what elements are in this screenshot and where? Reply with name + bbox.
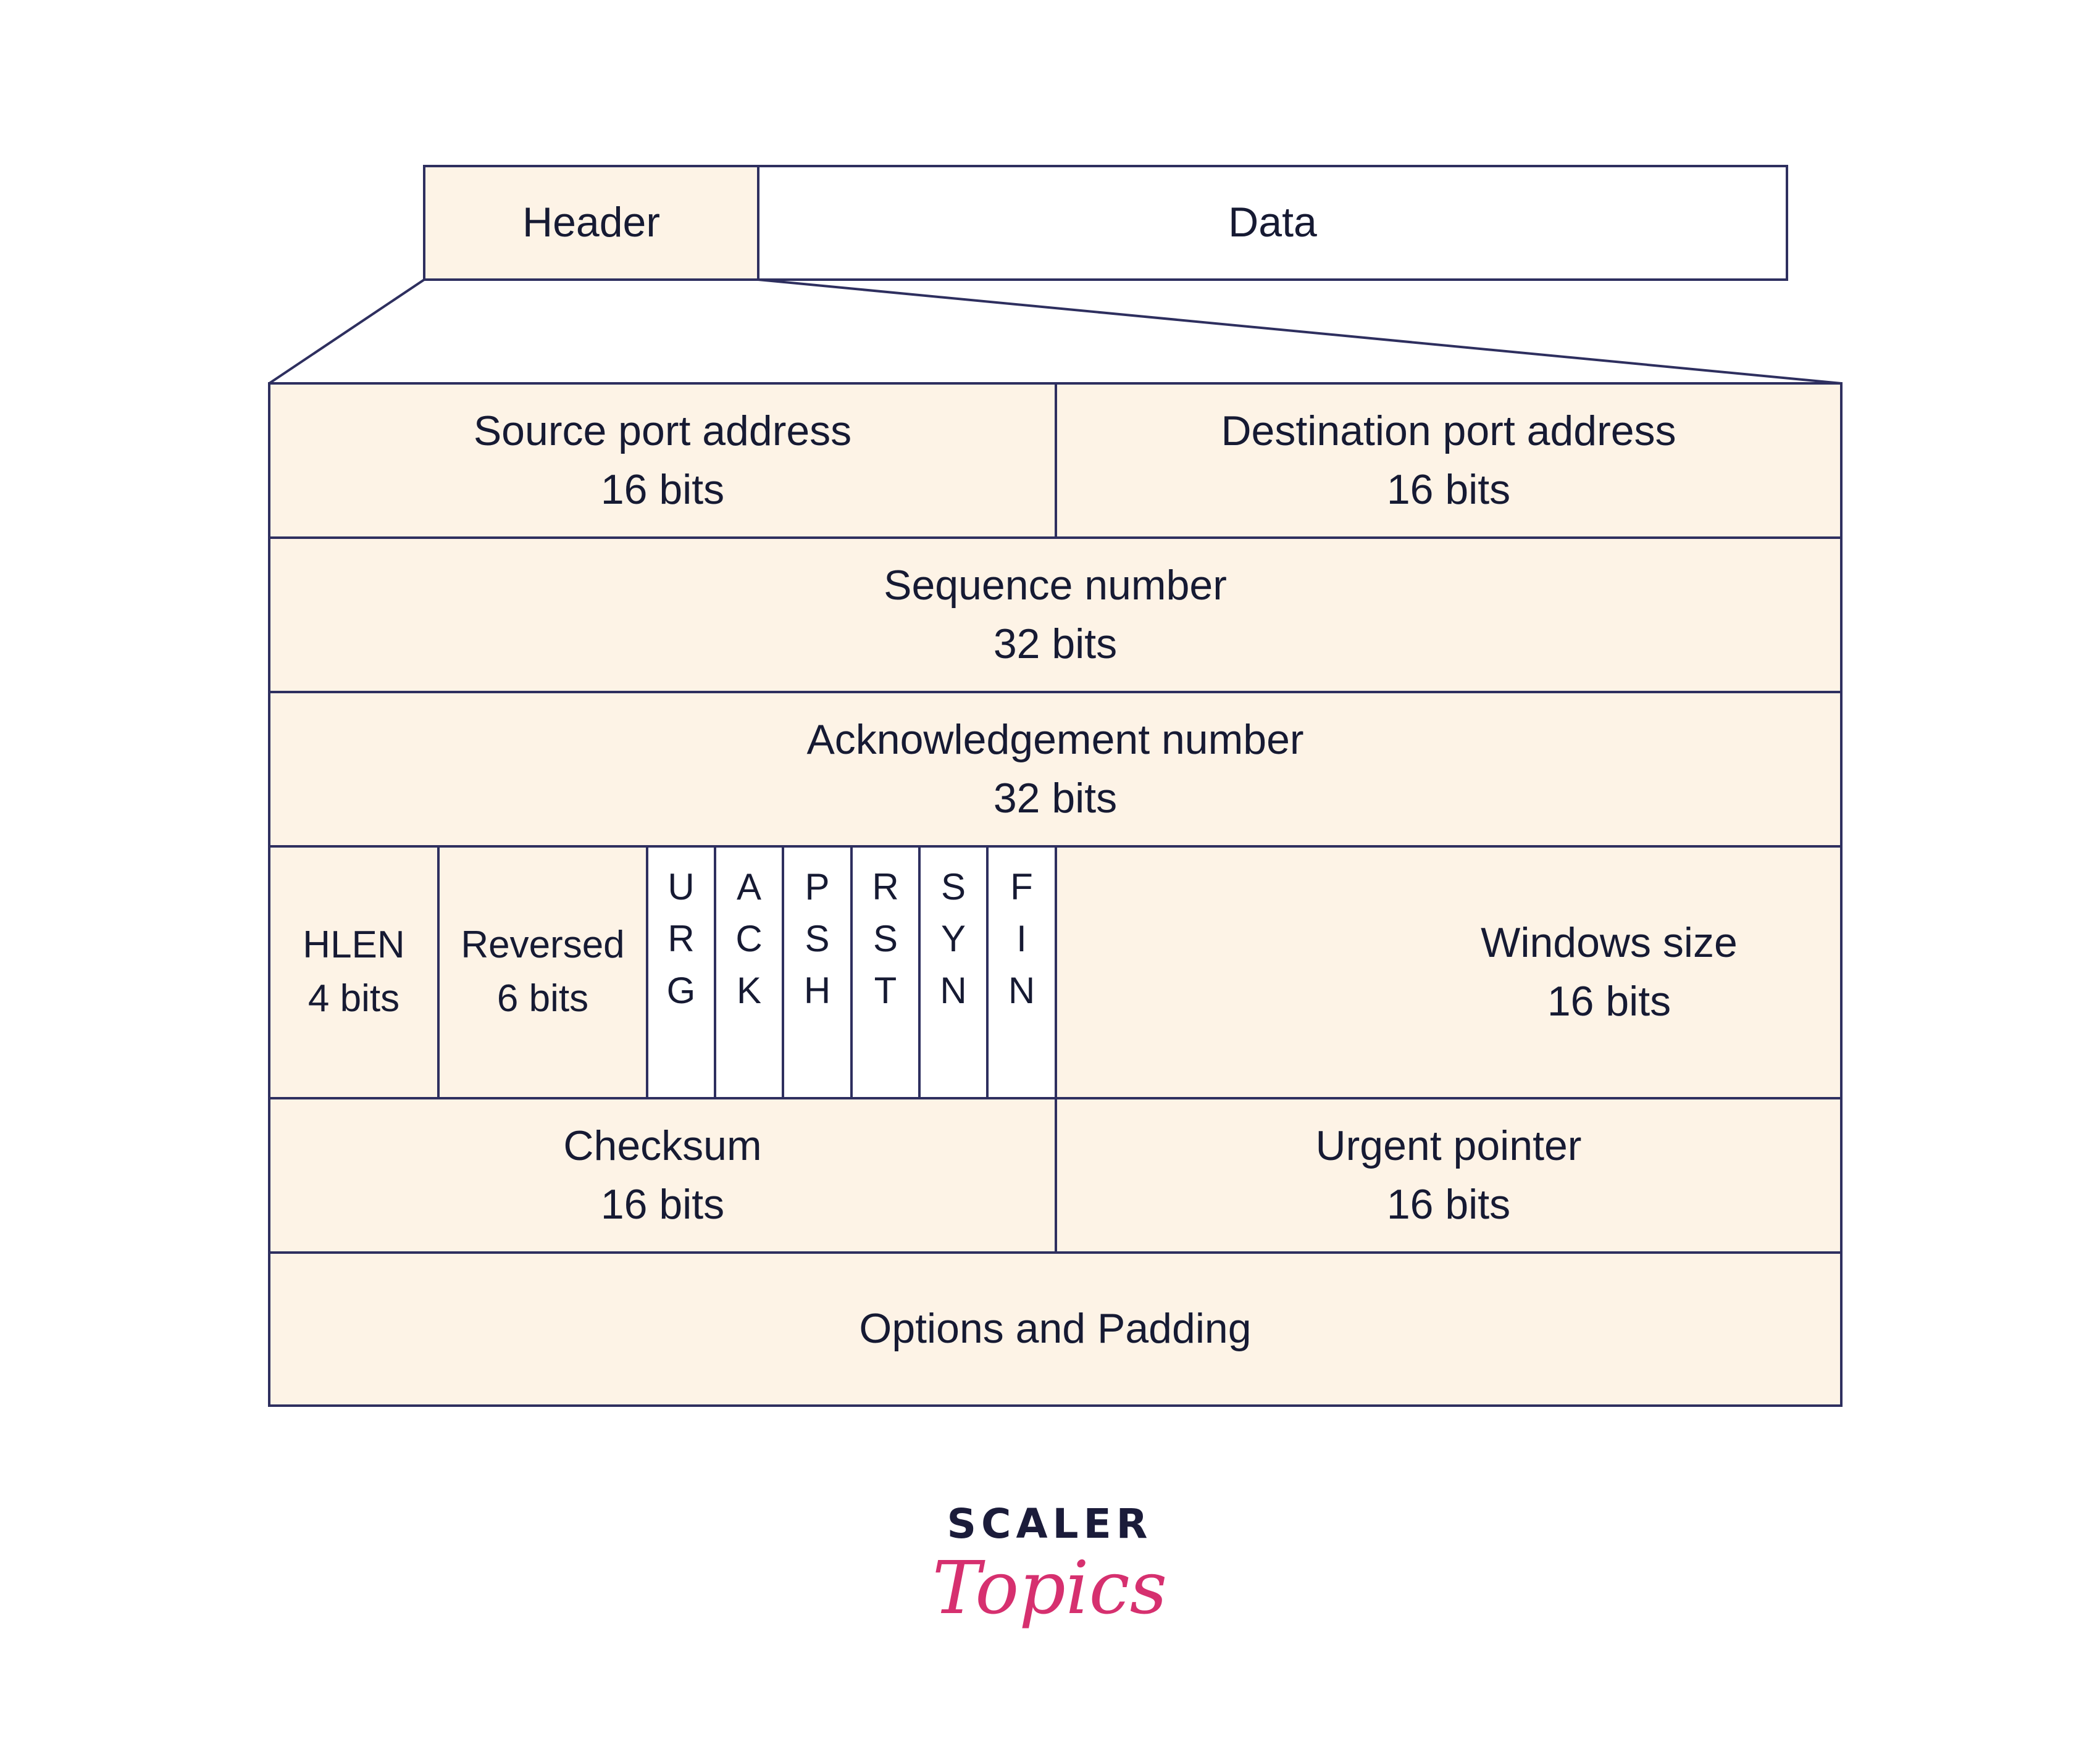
destination-port-size: 16 bits — [1386, 466, 1511, 513]
flag-letter: S — [805, 918, 830, 959]
flag-letter: P — [805, 866, 830, 907]
source-port-field: Source port address 16 bits — [268, 382, 1057, 539]
checksum-field: Checksum 16 bits — [268, 1097, 1057, 1254]
acknowledgement-number-size: 32 bits — [993, 775, 1118, 822]
connector-right-line — [758, 278, 1842, 385]
sequence-number-field: Sequence number 32 bits — [268, 536, 1843, 693]
segment-data-box: Data — [757, 165, 1788, 281]
reserved-field: Reversed 6 bits — [437, 845, 648, 1099]
flag-letter: G — [666, 970, 696, 1011]
flag-psh: P S H — [782, 845, 853, 1099]
urgent-pointer-name: Urgent pointer — [1315, 1122, 1582, 1169]
flag-letter: H — [803, 970, 831, 1011]
source-port-size: 16 bits — [600, 466, 725, 513]
flag-letter: N — [1008, 970, 1035, 1011]
flag-urg: U R G — [646, 845, 716, 1099]
window-size-name: Windows size — [1481, 919, 1738, 966]
flag-letter: S — [940, 866, 966, 907]
flag-letter: R — [872, 866, 899, 907]
segment-header-label: Header — [522, 199, 661, 246]
acknowledgement-number-name: Acknowledgement number — [806, 715, 1304, 763]
flag-letter: N — [940, 970, 967, 1011]
hlen-name: HLEN — [303, 924, 405, 967]
options-padding-field: Options and Padding — [268, 1251, 1843, 1407]
checksum-size: 16 bits — [600, 1181, 725, 1228]
destination-port-field: Destination port address 16 bits — [1055, 382, 1843, 539]
window-size-size: 16 bits — [1547, 978, 1671, 1025]
flag-letter: I — [1016, 918, 1027, 959]
acknowledgement-number-field: Acknowledgement number 32 bits — [268, 691, 1843, 848]
sequence-number-name: Sequence number — [884, 561, 1227, 609]
scaler-topics-logo: SCALER Topics — [926, 1500, 1173, 1685]
flag-letter: C — [735, 918, 763, 959]
destination-port-name: Destination port address — [1221, 407, 1676, 454]
flag-ack: A C K — [714, 845, 784, 1099]
flag-letter: R — [667, 918, 695, 959]
flag-letter: T — [874, 970, 897, 1011]
flag-letter: S — [872, 918, 898, 959]
reserved-size: 6 bits — [496, 977, 589, 1020]
hlen-field: HLEN 4 bits — [268, 845, 440, 1099]
flag-rst: R S T — [850, 845, 921, 1099]
logo-scaler-text: SCALER — [947, 1500, 1153, 1548]
hlen-size: 4 bits — [307, 977, 400, 1020]
flag-letter: U — [667, 866, 695, 907]
segment-header-box: Header — [423, 165, 759, 281]
urgent-pointer-size: 16 bits — [1386, 1181, 1511, 1228]
flag-syn: S Y N — [918, 845, 989, 1099]
logo-topics-text: Topics — [932, 1545, 1168, 1630]
checksum-name: Checksum — [563, 1122, 762, 1169]
window-size-field: Windows size 16 bits — [1055, 845, 1843, 1099]
flag-letter: F — [1010, 866, 1033, 907]
options-padding-name: Options and Padding — [859, 1305, 1252, 1353]
reserved-name: Reversed — [461, 924, 625, 967]
flag-letter: A — [736, 866, 762, 907]
segment-data-label: Data — [1228, 199, 1317, 246]
sequence-number-size: 32 bits — [993, 620, 1118, 667]
connector-left-line — [268, 278, 425, 385]
flag-letter: K — [736, 970, 762, 1011]
flag-letter: Y — [940, 918, 966, 959]
urgent-pointer-field: Urgent pointer 16 bits — [1055, 1097, 1843, 1254]
flag-fin: F I N — [986, 845, 1057, 1099]
source-port-name: Source port address — [473, 407, 852, 454]
